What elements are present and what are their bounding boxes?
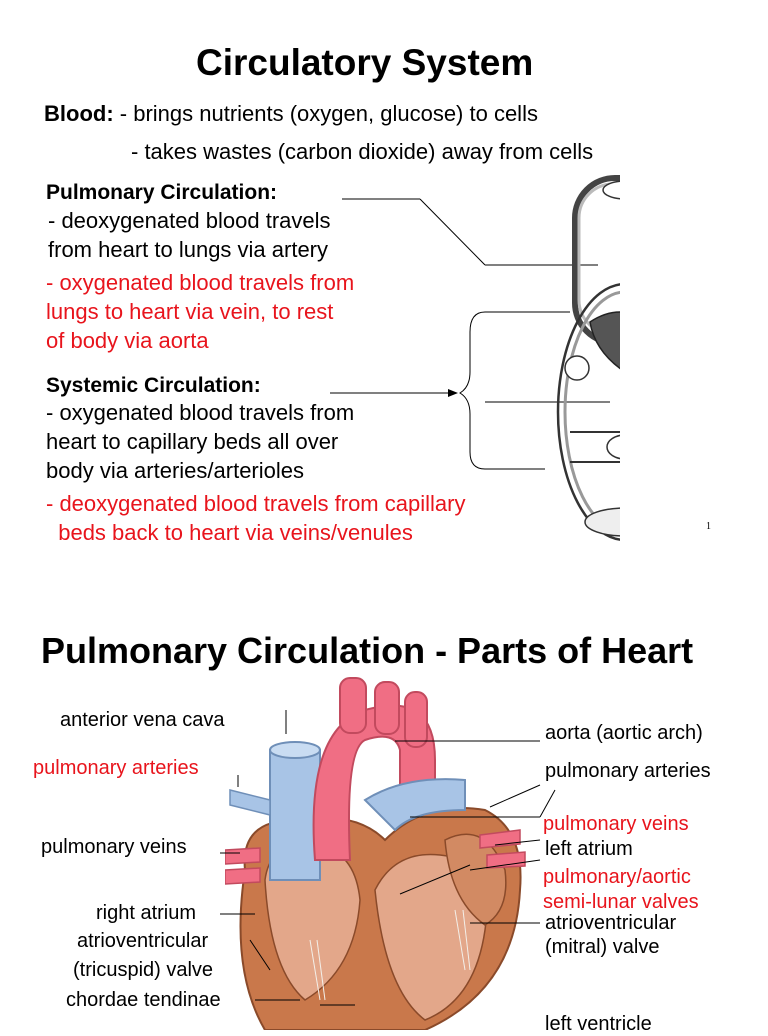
- pulmonary-red-2: lungs to heart via vein, to rest: [46, 299, 334, 324]
- page-number: 1: [706, 521, 711, 532]
- systemic-black-1: - oxygenated blood travels from: [46, 400, 355, 425]
- label-left-ventricle-partial: left ventricle: [545, 1013, 652, 1035]
- label-pulmonary-veins-left: pulmonary veins: [41, 836, 187, 858]
- circulation-diagram: [330, 175, 620, 541]
- pulmonary-heading: Pulmonary Circulation:: [46, 181, 278, 204]
- pulmonary-black-2: from heart to lungs via artery: [48, 237, 329, 262]
- label-semilunar-1: pulmonary/aortic: [543, 866, 691, 888]
- heart-illustration: [225, 677, 526, 1030]
- systemic-heading: Systemic Circulation:: [46, 374, 261, 397]
- pulmonary-black-1: - deoxygenated blood travels: [48, 208, 331, 233]
- label-anterior-vena-cava: anterior vena cava: [60, 709, 225, 731]
- label-av-tricuspid-1: atrioventricular: [77, 930, 209, 952]
- slide2-title: Pulmonary Circulation - Parts of Heart: [41, 630, 694, 671]
- blood-text-1: - brings nutrients (oxygen, glucose) to …: [113, 101, 538, 126]
- label-av-mitral-1: atrioventricular: [545, 912, 677, 934]
- label-av-mitral-2: (mitral) valve: [545, 936, 660, 958]
- blood-line-2: - takes wastes (carbon dioxide) away fro…: [131, 139, 594, 164]
- heart-leader-lines: [220, 710, 556, 1006]
- systemic-black-2: heart to capillary beds all over: [46, 429, 339, 454]
- label-semilunar-2: semi-lunar valves: [543, 891, 699, 913]
- systemic-red-2: beds back to heart via veins/venules: [46, 520, 413, 545]
- systemic-red-1: - deoxygenated blood travels from capill…: [46, 491, 466, 516]
- label-pulmonary-veins-right: pulmonary veins: [543, 813, 689, 835]
- label-aorta: aorta (aortic arch): [545, 722, 703, 744]
- blood-label: Blood:: [44, 101, 114, 126]
- label-right-atrium: right atrium: [96, 902, 197, 924]
- label-left-atrium: left atrium: [545, 838, 633, 860]
- blood-line-1: Blood: - brings nutrients (oxygen, gluco…: [44, 99, 538, 129]
- pulmonary-red-1: - oxygenated blood travels from: [46, 270, 355, 295]
- slide1-title: Circulatory System: [196, 42, 534, 83]
- label-chordae-tendinae: chordae tendinae: [66, 989, 221, 1011]
- pulmonary-red-3: of body via aorta: [46, 328, 209, 353]
- systemic-black-3: body via arteries/arterioles: [46, 458, 305, 483]
- label-pulmonary-arteries-right: pulmonary arteries: [545, 760, 711, 782]
- label-pulmonary-arteries-left: pulmonary arteries: [33, 757, 199, 779]
- label-av-tricuspid-2: (tricuspid) valve: [73, 959, 214, 981]
